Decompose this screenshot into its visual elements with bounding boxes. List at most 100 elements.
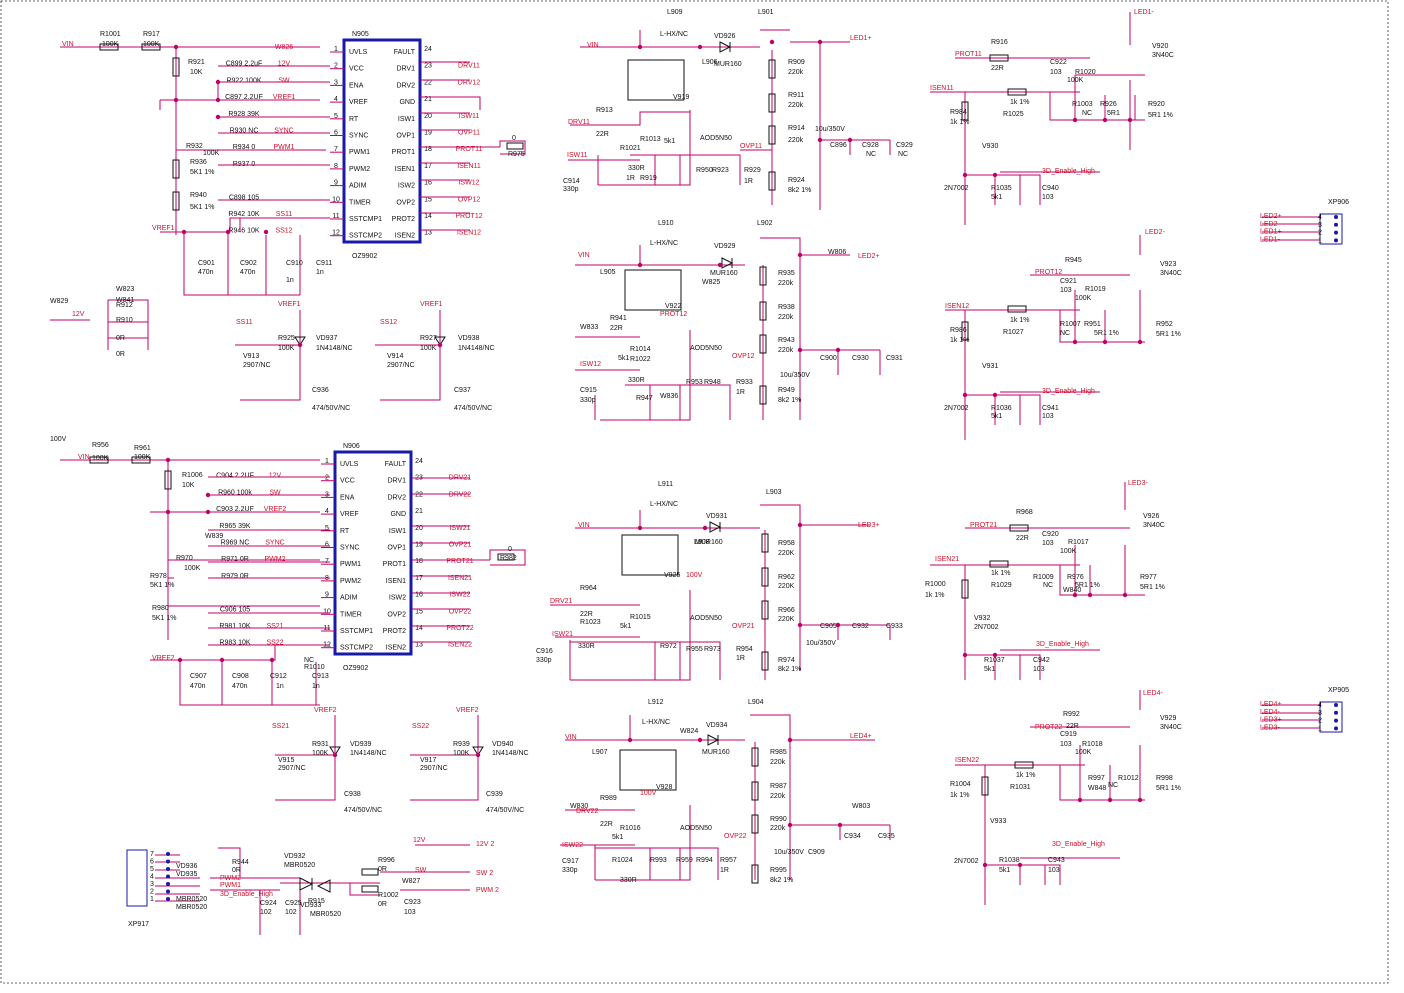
- label-r935-v: 220k: [778, 280, 794, 287]
- label-r995-v: 8k2 1%: [770, 877, 793, 884]
- label-w841: W841: [116, 297, 134, 304]
- label-r1013: R1013: [640, 136, 661, 143]
- ic-pin-number: 15: [415, 608, 423, 615]
- label-r1017: R1017: [1068, 539, 1089, 546]
- label-v913-v: 2907/NC: [243, 362, 271, 369]
- label-r947: R947: [636, 395, 653, 402]
- label-v913: V913: [243, 353, 259, 360]
- label-c913: C913: [312, 673, 329, 680]
- label-l903: L903: [766, 489, 782, 496]
- label-r916-v: 22R: [991, 65, 1004, 72]
- label-r992: R992: [1063, 711, 1080, 718]
- label-c940: C940: [1042, 185, 1059, 192]
- connector-pin: [1334, 230, 1338, 235]
- label-c900: C900: [820, 355, 837, 362]
- label-c938-v: 474/50V/NC: [344, 807, 382, 814]
- ic-pin-name: ISEN1: [386, 578, 406, 585]
- ic-pin-name: VCC: [349, 66, 364, 73]
- label-r1009: R1009: [1033, 574, 1054, 581]
- label-r1001-v: 100K: [102, 41, 119, 48]
- label-l911: L911: [658, 481, 673, 488]
- connector-pin: [1334, 726, 1338, 731]
- label-r939: R939: [453, 741, 470, 748]
- label-r982: R982: [500, 555, 517, 562]
- label-c928: C928: [862, 142, 879, 149]
- connector-pin-number: 7: [150, 851, 154, 858]
- label-isen11: ISEN11: [930, 85, 954, 92]
- label-r962-v: 220K: [778, 583, 795, 590]
- label-c942: C942: [1033, 657, 1050, 664]
- net-label: OVP12: [458, 196, 481, 203]
- label-c901-v: 470n: [198, 269, 214, 276]
- label-r1010: R1010: [304, 664, 325, 671]
- junction-dot: [992, 652, 998, 658]
- label-r1006-v: 10K: [182, 482, 195, 489]
- label-prot22: PROT22: [1035, 724, 1062, 731]
- net-label: DRV22: [449, 491, 472, 498]
- ic-pin-number: 7: [334, 146, 338, 153]
- label-r989: R989: [600, 795, 617, 802]
- junction-dot: [1017, 862, 1023, 868]
- part-label: R942 10K: [228, 211, 259, 218]
- label-vin-d: VIN: [578, 252, 590, 259]
- label-v926: V926: [1143, 513, 1159, 520]
- junction-dot: [205, 492, 211, 498]
- net-label: ISEN12: [457, 230, 481, 237]
- label-r1001: R1001: [100, 31, 121, 38]
- label-c934: C934: [844, 833, 861, 840]
- ic-pin-name: ISEN2: [395, 233, 415, 240]
- label-r1013-v: 5k1: [664, 138, 675, 145]
- label-pwm1-n: PWM1: [220, 882, 241, 889]
- label-r932: R932: [186, 143, 203, 150]
- label-r1012: R1012: [1118, 775, 1139, 782]
- ic-pin-name: ENA: [349, 82, 364, 89]
- label-w836: W836: [660, 393, 678, 400]
- label-isen12: ISEN12: [945, 303, 969, 310]
- ic-pin-name: DRV1: [387, 478, 406, 485]
- junction-dot: [177, 657, 183, 663]
- label-en3d-b: 3D_Enable_High: [1042, 388, 1095, 395]
- ic-pin-number: 16: [424, 180, 432, 187]
- label-l905: L905: [600, 269, 616, 276]
- label-c900-v: 10u/350V: [780, 372, 810, 379]
- junction-dot: [797, 622, 803, 628]
- label-r1035: R1035: [991, 185, 1012, 192]
- net-label: SS12: [275, 228, 292, 235]
- junction-dot: [835, 347, 841, 353]
- wires-softstart: [235, 310, 484, 801]
- label-r996-v: 0R: [378, 866, 387, 873]
- label-c939-v: 474/50V/NC: [486, 807, 524, 814]
- ic-pin-name: ISW2: [398, 183, 415, 190]
- junction-dot: [702, 525, 708, 531]
- part-label: C899 2.2uF: [226, 61, 263, 68]
- ic-pin-name: GND: [399, 99, 415, 106]
- label-drv22: DRV22: [576, 808, 599, 815]
- label-r1024: R1024: [612, 857, 633, 864]
- label-prot21: PROT21: [970, 522, 997, 529]
- boost-stage-3: [550, 504, 891, 681]
- label-r1023: R1023: [580, 619, 601, 626]
- label-l910-v: L-HX/NC: [650, 240, 678, 247]
- label-aod2: AOD5N50: [690, 345, 722, 352]
- ic-pin-name: FAULT: [394, 49, 416, 56]
- junction-dot: [1072, 339, 1078, 345]
- label-r1024-v: 330R: [620, 877, 637, 884]
- label-c943-v: 103: [1048, 867, 1060, 874]
- label-r949-v: 8k2 1%: [778, 397, 801, 404]
- label-r911-v: 220k: [788, 102, 804, 109]
- label-r912: R912: [116, 302, 133, 309]
- label-c896: C896: [830, 142, 847, 149]
- ic-pin-name: ADIM: [340, 595, 358, 602]
- ic-n906-ref: N906: [343, 443, 360, 450]
- label-l904: L904: [748, 699, 764, 706]
- label-r1027-v: 1k 1%: [1010, 317, 1029, 324]
- label-r1027: R1027: [1003, 329, 1024, 336]
- connector-pin-number: 6: [150, 859, 154, 866]
- ic-n905-body: [342, 38, 422, 244]
- label-r958: R958: [778, 540, 795, 547]
- label-pwm-2: PWM 2: [476, 887, 499, 894]
- label-c935: C935: [878, 833, 895, 840]
- junction-dot: [215, 79, 221, 85]
- label-c905-v: 10u/350V: [806, 640, 836, 647]
- label-r996: R996: [378, 857, 395, 864]
